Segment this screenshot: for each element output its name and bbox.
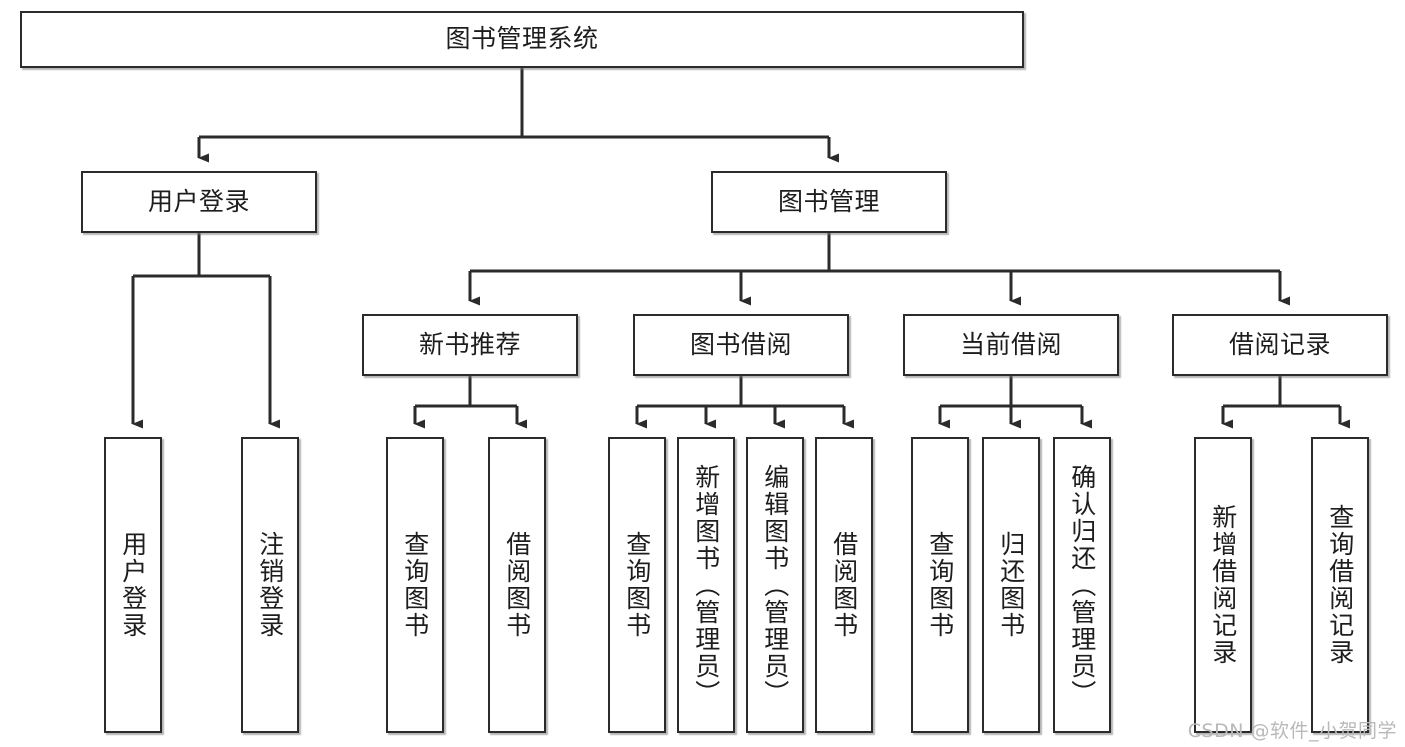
node-recommend-query-book-label: 查询图书 xyxy=(400,531,430,639)
node-current-confirm-return[interactable]: 确认归还（管理员） xyxy=(1053,437,1111,733)
node-record-add-label: 新增借阅记录 xyxy=(1208,504,1238,666)
node-borrow-query-book[interactable]: 查询图书 xyxy=(608,437,666,733)
node-current-query-book[interactable]: 查询图书 xyxy=(911,437,969,733)
node-record-add[interactable]: 新增借阅记录 xyxy=(1194,437,1252,733)
node-borrow-add-book-label: 新增图书（管理员） xyxy=(691,463,721,707)
node-record-query-label: 查询借阅记录 xyxy=(1325,504,1355,666)
node-borrow-add-book[interactable]: 新增图书（管理员） xyxy=(677,437,735,733)
node-borrow-edit-book[interactable]: 编辑图书（管理员） xyxy=(746,437,804,733)
node-new-book-recommend[interactable]: 新书推荐 xyxy=(362,314,578,376)
node-recommend-borrow-book-label: 借阅图书 xyxy=(502,531,532,639)
watermark-text: CSDN @软件_小贺同学 xyxy=(1187,720,1397,742)
node-user-login-leaf-label: 用户登录 xyxy=(118,531,148,639)
node-recommend-query-book[interactable]: 查询图书 xyxy=(386,437,444,733)
node-book-management-label: 图书管理 xyxy=(777,186,880,216)
node-current-borrow[interactable]: 当前借阅 xyxy=(903,314,1119,376)
node-borrow-edit-book-label: 编辑图书（管理员） xyxy=(760,463,790,707)
node-book-borrow[interactable]: 图书借阅 xyxy=(633,314,849,376)
node-user-logout-leaf[interactable]: 注销登录 xyxy=(241,437,299,733)
node-borrow-borrow-book-label: 借阅图书 xyxy=(829,531,859,639)
node-borrow-borrow-book[interactable]: 借阅图书 xyxy=(815,437,873,733)
node-current-return-book-label: 归还图书 xyxy=(996,531,1026,639)
node-user-logout-leaf-label: 注销登录 xyxy=(255,531,285,639)
node-book-borrow-label: 图书借阅 xyxy=(689,329,792,359)
node-root[interactable]: 图书管理系统 xyxy=(20,11,1024,68)
node-user-login-label: 用户登录 xyxy=(147,186,250,216)
node-current-confirm-return-label: 确认归还（管理员） xyxy=(1067,463,1097,707)
node-current-borrow-label: 当前借阅 xyxy=(959,329,1062,359)
node-borrow-record-label: 借阅记录 xyxy=(1228,329,1331,359)
node-borrow-record[interactable]: 借阅记录 xyxy=(1172,314,1388,376)
node-user-login-leaf[interactable]: 用户登录 xyxy=(104,437,162,733)
node-user-login[interactable]: 用户登录 xyxy=(81,171,317,233)
node-borrow-query-book-label: 查询图书 xyxy=(622,531,652,639)
node-current-return-book[interactable]: 归还图书 xyxy=(982,437,1040,733)
node-recommend-borrow-book[interactable]: 借阅图书 xyxy=(488,437,546,733)
node-book-management[interactable]: 图书管理 xyxy=(711,171,947,233)
node-root-label: 图书管理系统 xyxy=(445,24,599,54)
node-record-query[interactable]: 查询借阅记录 xyxy=(1311,437,1369,733)
node-current-query-book-label: 查询图书 xyxy=(925,531,955,639)
node-new-book-recommend-label: 新书推荐 xyxy=(418,329,521,359)
